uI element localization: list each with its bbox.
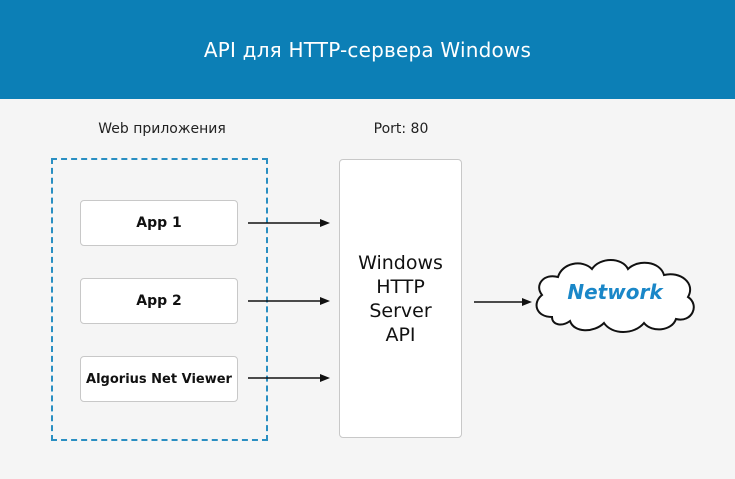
- server-label-line: Server: [369, 299, 432, 322]
- header-banner: API для HTTP-сервера Windows: [0, 0, 735, 99]
- network-label: Network: [567, 280, 663, 304]
- arrow-app1-to-server: [248, 219, 330, 227]
- server-label-line: HTTP: [376, 275, 425, 298]
- server-label: Windows HTTP Server API: [351, 251, 451, 347]
- windows-http-server-api-box: Windows HTTP Server API: [339, 159, 462, 438]
- algorius-net-viewer-label: Algorius Net Viewer: [86, 371, 232, 387]
- page-title: API для HTTP-сервера Windows: [203, 37, 532, 62]
- server-label-line: API: [385, 323, 416, 346]
- port-label: Port: 80: [373, 121, 429, 137]
- server-label-line: Windows: [358, 251, 443, 274]
- web-apps-group-label: Web приложения: [98, 121, 226, 137]
- app-1-label: App 1: [136, 215, 182, 231]
- app-1-box: App 1: [80, 200, 238, 246]
- arrow-server-to-network: [474, 298, 532, 306]
- web-apps-group: [51, 158, 268, 441]
- arrow-viewer-to-server: [248, 374, 330, 382]
- algorius-net-viewer-box: Algorius Net Viewer: [80, 356, 238, 402]
- app-2-box: App 2: [80, 278, 238, 324]
- network-cloud-icon: [535, 259, 695, 333]
- arrow-app2-to-server: [248, 297, 330, 305]
- app-2-label: App 2: [136, 293, 182, 309]
